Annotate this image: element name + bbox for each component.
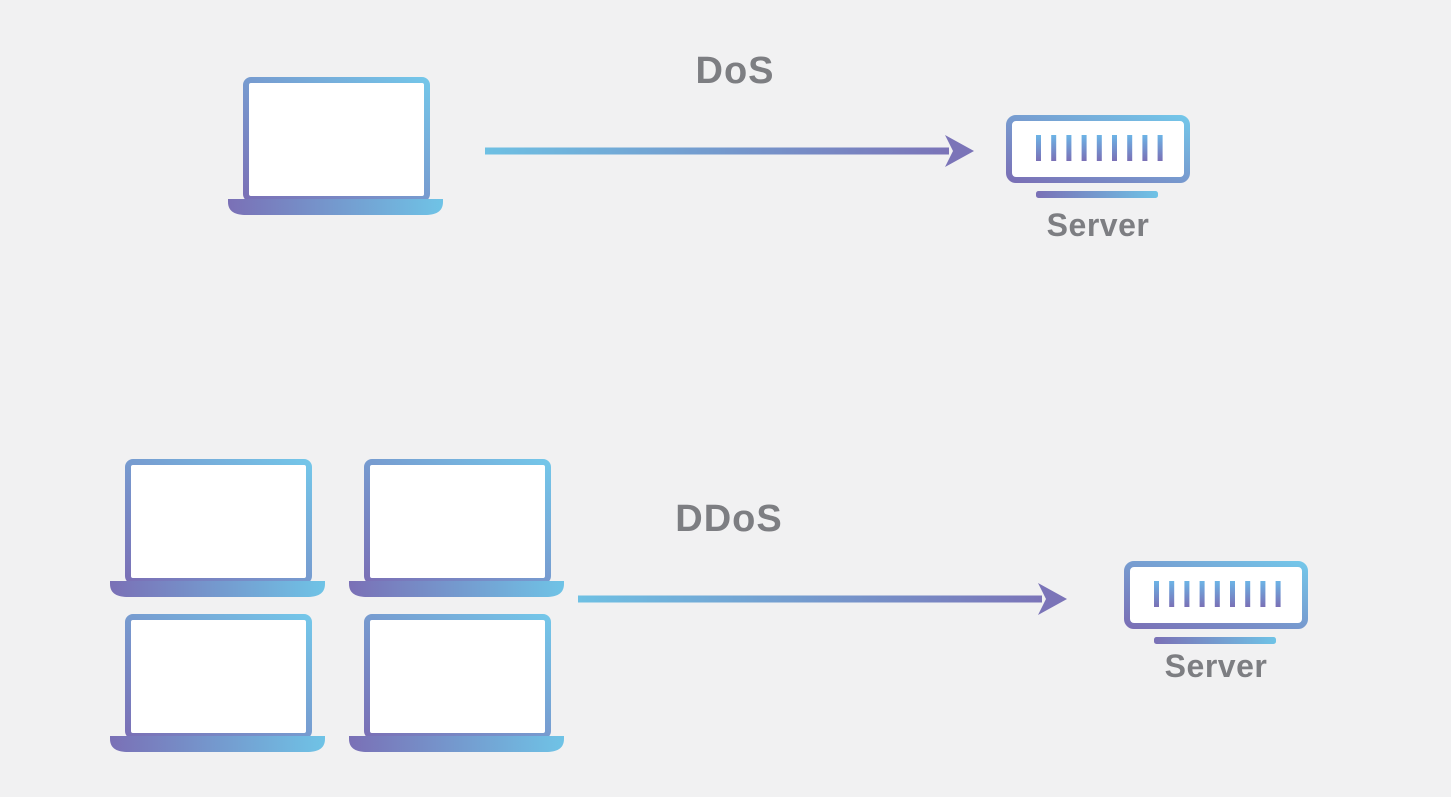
attacker-laptop-icon	[228, 77, 443, 215]
target-server-icon	[1124, 561, 1308, 649]
target-server-icon	[1006, 115, 1190, 203]
server-label: Server	[1046, 207, 1150, 243]
dos-arrow-right-icon	[485, 134, 975, 168]
ddos-label: DDoS	[675, 498, 783, 540]
dos-label: DoS	[695, 50, 775, 92]
attacker-laptop-icon	[110, 459, 325, 597]
ddos-arrow-right-icon	[578, 582, 1068, 616]
attacker-laptop-icon	[110, 614, 325, 752]
attacker-laptop-icon	[349, 459, 564, 597]
attacker-laptop-icon	[349, 614, 564, 752]
server-label: Server	[1164, 648, 1268, 684]
